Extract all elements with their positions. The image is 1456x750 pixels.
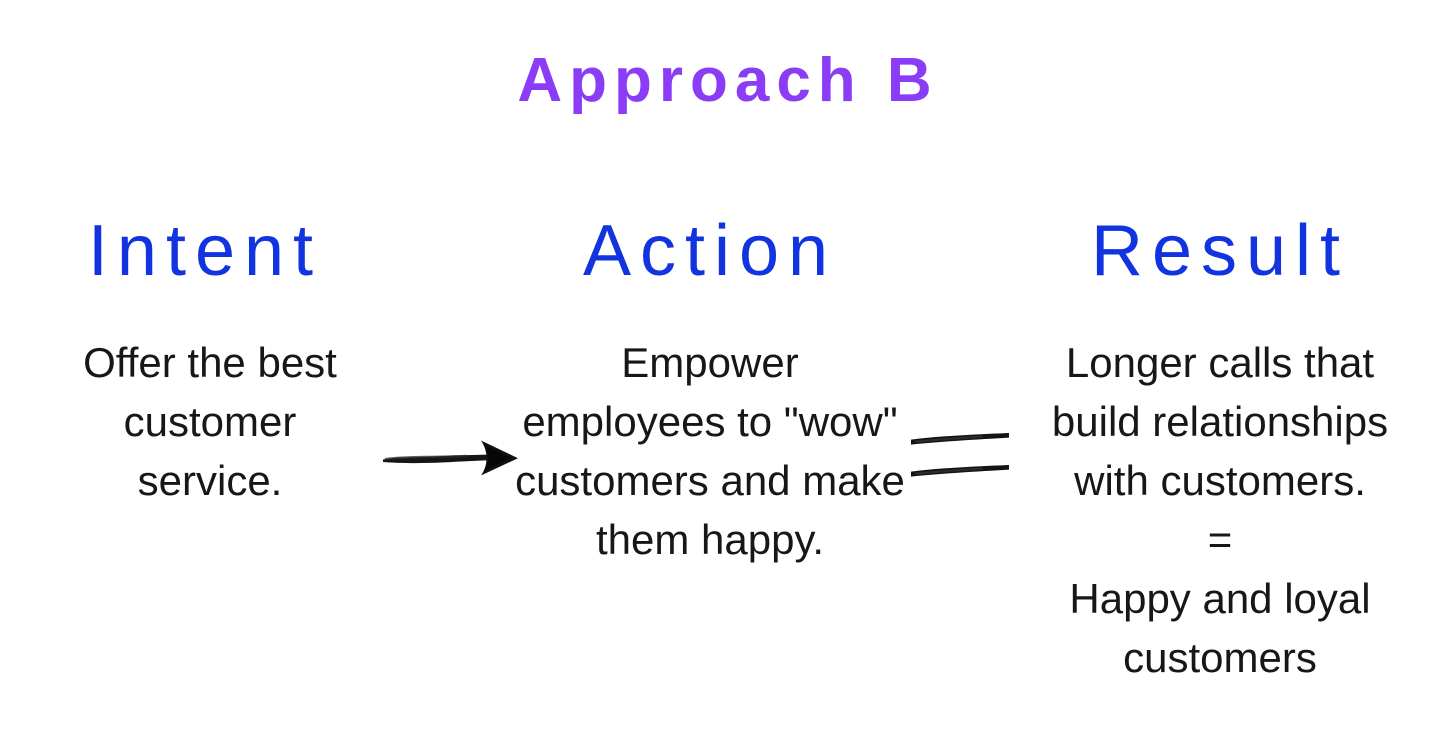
equals-sign-icon bbox=[895, 415, 1025, 495]
column-body-action: Empower employees to "wow" customers and… bbox=[455, 333, 965, 569]
body-line: Happy and loyal bbox=[1069, 575, 1371, 622]
column-heading-action: Action bbox=[582, 211, 838, 291]
body-line: customers and make bbox=[515, 457, 905, 504]
body-line: them happy. bbox=[595, 516, 825, 563]
body-line: with customers. bbox=[1074, 457, 1366, 504]
body-line: Offer the best bbox=[83, 339, 337, 386]
column-headings-row: Intent Action Result bbox=[0, 205, 1456, 477]
body-line: employees to "wow" bbox=[522, 398, 898, 445]
column-body-result: Longer calls that build relationships wi… bbox=[1020, 333, 1420, 687]
body-line: Longer calls that bbox=[1065, 339, 1375, 386]
body-line: service. bbox=[137, 457, 283, 504]
body-line: Empower bbox=[621, 339, 799, 386]
column-heading-result: Result bbox=[1090, 211, 1350, 291]
body-line: customer bbox=[123, 398, 297, 445]
column-body-intent: Offer the best customer service. bbox=[30, 333, 390, 510]
page-title: Approach B bbox=[517, 46, 939, 115]
body-equals-line: = bbox=[1207, 516, 1233, 563]
column-heading-intent: Intent bbox=[87, 211, 323, 291]
arrow-right-icon bbox=[375, 423, 525, 493]
body-line: customers bbox=[1123, 634, 1317, 681]
body-line: build relationships bbox=[1051, 398, 1389, 445]
